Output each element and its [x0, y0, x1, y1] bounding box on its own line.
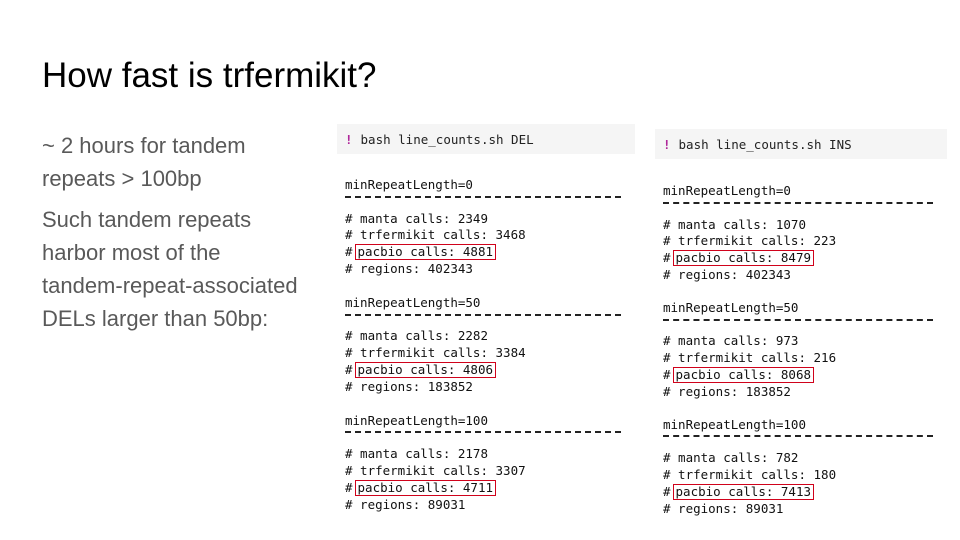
pacbio-row: #pacbio calls: 4711 [345, 479, 635, 497]
command-output: minRepeatLength=0 # manta calls: 1070 # … [655, 183, 947, 517]
manta-calls: # manta calls: 1070 [663, 216, 806, 232]
comment-hash: # [345, 361, 353, 377]
repeat-length-header: minRepeatLength=100 [345, 412, 488, 428]
separator [663, 200, 947, 217]
manta-calls: # manta calls: 973 [663, 333, 799, 349]
pacbio-row: #pacbio calls: 4806 [345, 361, 635, 379]
trfermikit-calls-text: # trfermikit calls: 180 [663, 466, 837, 482]
separator [345, 312, 635, 329]
shell-bang-icon: ! [345, 131, 353, 147]
output-block: minRepeatLength=0 # manta calls: 2349 # … [345, 177, 635, 278]
pacbio-calls-highlight: pacbio calls: 4711 [354, 479, 496, 496]
del-output-panel: ! bash line_counts.sh DEL minRepeatLengt… [337, 124, 635, 513]
paragraph-line: ~ 2 hours for tandem [42, 133, 246, 158]
output-block: minRepeatLength=50 # manta calls: 2282 #… [345, 295, 635, 396]
paragraph-line: DELs larger than 50bp: [42, 306, 269, 331]
pacbio-row: #pacbio calls: 7413 [663, 483, 947, 501]
repeat-length-header: minRepeatLength=50 [345, 294, 481, 310]
output-block: minRepeatLength=100 # manta calls: 782 #… [663, 417, 947, 518]
regions-count: # regions: 402343 [663, 266, 791, 282]
trfermikit-calls: # trfermikit calls: 3384 [345, 345, 635, 362]
separator [345, 429, 635, 446]
paragraph-line: tandem-repeat-associated [42, 273, 298, 298]
repeat-length-header: minRepeatLength=0 [345, 177, 473, 192]
regions-count: # regions: 89031 [663, 500, 784, 516]
manta-calls: # manta calls: 782 [663, 450, 799, 466]
comment-hash: # [345, 479, 353, 495]
pacbio-calls-highlight: pacbio calls: 8068 [672, 366, 814, 383]
comment-hash: # [663, 483, 671, 499]
trfermikit-calls: # trfermikit calls: 216 [663, 350, 947, 367]
output-block: minRepeatLength=100 # manta calls: 2178 … [345, 413, 635, 514]
separator [663, 317, 947, 334]
trfermikit-calls-text: # trfermikit calls: 3384 [345, 345, 526, 361]
repeat-length-header: minRepeatLength=50 [663, 299, 799, 315]
paragraph-line: repeats > 100bp [42, 166, 202, 191]
repeat-length-header: minRepeatLength=100 [663, 416, 806, 432]
paragraph-summary: Such tandem repeats harbor most of the t… [42, 203, 332, 335]
body-text: ~ 2 hours for tandem repeats > 100bp Suc… [42, 129, 332, 343]
manta-calls: # manta calls: 2282 [345, 328, 488, 344]
command-text: bash line_counts.sh DEL [360, 131, 534, 147]
comment-hash: # [663, 366, 671, 382]
command-cell[interactable]: ! bash line_counts.sh INS [655, 129, 947, 159]
command-text: bash line_counts.sh INS [678, 136, 852, 152]
trfermikit-calls: # trfermikit calls: 3468 [345, 227, 635, 244]
pacbio-row: #pacbio calls: 4881 [345, 244, 635, 261]
slide-title: How fast is trfermikit? [42, 56, 377, 95]
trfermikit-calls: # trfermikit calls: 223 [663, 233, 947, 250]
repeat-length-header: minRepeatLength=0 [663, 183, 791, 198]
trfermikit-calls: # trfermikit calls: 3307 [345, 463, 635, 480]
trfermikit-calls-text: # trfermikit calls: 216 [663, 350, 837, 366]
trfermikit-calls: # trfermikit calls: 180 [663, 467, 947, 484]
regions-count: # regions: 89031 [345, 496, 466, 512]
shell-bang-icon: ! [663, 136, 671, 152]
comment-hash: # [663, 250, 671, 266]
trfermikit-calls-text: # trfermikit calls: 3307 [345, 462, 526, 478]
separator [663, 433, 947, 450]
pacbio-row: #pacbio calls: 8068 [663, 366, 947, 384]
manta-calls: # manta calls: 2178 [345, 446, 488, 462]
pacbio-calls-highlight: pacbio calls: 7413 [672, 483, 814, 500]
paragraph-line: Such tandem repeats [42, 207, 252, 232]
output-block: minRepeatLength=0 # manta calls: 1070 # … [663, 183, 947, 284]
separator [345, 194, 635, 211]
ins-output-panel: ! bash line_counts.sh INS minRepeatLengt… [655, 129, 947, 517]
pacbio-row: #pacbio calls: 8479 [663, 250, 947, 267]
paragraph-runtime: ~ 2 hours for tandem repeats > 100bp [42, 129, 332, 195]
pacbio-calls-highlight: pacbio calls: 4806 [354, 361, 496, 378]
command-cell[interactable]: ! bash line_counts.sh DEL [337, 124, 635, 154]
regions-count: # regions: 183852 [345, 378, 473, 394]
command-output: minRepeatLength=0 # manta calls: 2349 # … [337, 177, 635, 513]
regions-count: # regions: 402343 [345, 260, 473, 276]
trfermikit-calls-text: # trfermikit calls: 3468 [345, 227, 526, 243]
pacbio-calls-highlight: pacbio calls: 8479 [672, 250, 814, 267]
paragraph-line: harbor most of the [42, 240, 221, 265]
regions-count: # regions: 183852 [663, 383, 791, 399]
trfermikit-calls-text: # trfermikit calls: 223 [663, 233, 837, 249]
comment-hash: # [345, 244, 353, 260]
output-block: minRepeatLength=50 # manta calls: 973 # … [663, 300, 947, 401]
pacbio-calls-highlight: pacbio calls: 4881 [354, 244, 496, 261]
manta-calls: # manta calls: 2349 [345, 210, 488, 226]
